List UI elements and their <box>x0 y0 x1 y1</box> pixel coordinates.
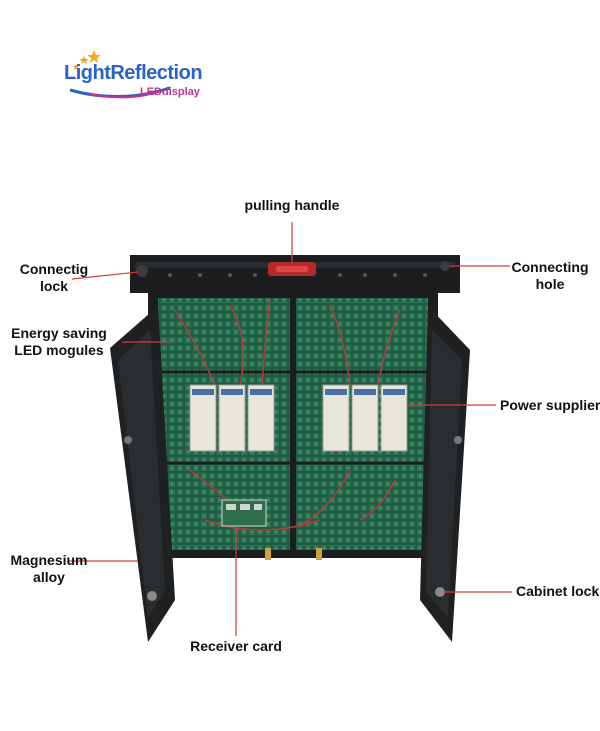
label-pulling-handle: pulling handle <box>232 197 352 214</box>
left-cabinet-lock <box>147 591 157 601</box>
label-connecting-hole: Connecting hole <box>508 259 592 293</box>
logo-graphic <box>69 50 171 99</box>
label-magnesium-line1: Magnesium <box>10 552 88 568</box>
power-supplies-left <box>189 384 275 452</box>
label-cabinet-lock-text: Cabinet lock <box>516 583 600 599</box>
label-connecting-hole-line1: Connecting <box>511 259 589 275</box>
label-energy-saving-line2: LED mogules <box>14 342 104 358</box>
logo-star-icon <box>73 64 79 70</box>
rail-fastener-holes <box>168 273 427 277</box>
receiver-card <box>221 499 267 527</box>
label-receiver-card: Receiver card <box>180 638 292 655</box>
power-supplies-right <box>322 384 408 452</box>
right-cabinet-lock <box>435 587 445 597</box>
label-power-supplier-text: Power supplier <box>500 397 600 413</box>
logo-tagline: LEDdisplay <box>140 86 200 98</box>
label-magnesium-line2: alloy <box>33 569 65 585</box>
logo-swoosh-accent <box>89 90 161 99</box>
label-energy-saving-line1: Energy saving <box>11 325 107 341</box>
label-connecting-lock: Connectig lock <box>12 261 96 295</box>
connecting-hole <box>440 261 450 271</box>
label-cabinet-lock: Cabinet lock <box>516 583 599 600</box>
logo-star-icon <box>87 50 101 63</box>
connecting-lock <box>136 265 148 277</box>
wiring <box>174 299 401 531</box>
label-pulling-handle-text: pulling handle <box>244 197 340 213</box>
label-energy-saving: Energy saving LED mogules <box>0 325 118 359</box>
leader-lines <box>68 222 512 636</box>
brand-logo: LightReflection LEDdisplay <box>60 44 210 106</box>
logo-text: LightReflection <box>64 62 203 84</box>
label-magnesium: Magnesium alloy <box>6 552 92 586</box>
logo-star-icon <box>79 56 89 64</box>
label-power-supplier: Power supplier <box>500 397 600 414</box>
label-connecting-hole-line2: hole <box>535 276 565 292</box>
label-connecting-lock-line1: Connectig <box>19 261 89 277</box>
label-receiver-card-text: Receiver card <box>190 638 282 654</box>
label-connecting-lock-line2: lock <box>39 278 68 294</box>
leader-connecting-lock <box>71 271 139 280</box>
